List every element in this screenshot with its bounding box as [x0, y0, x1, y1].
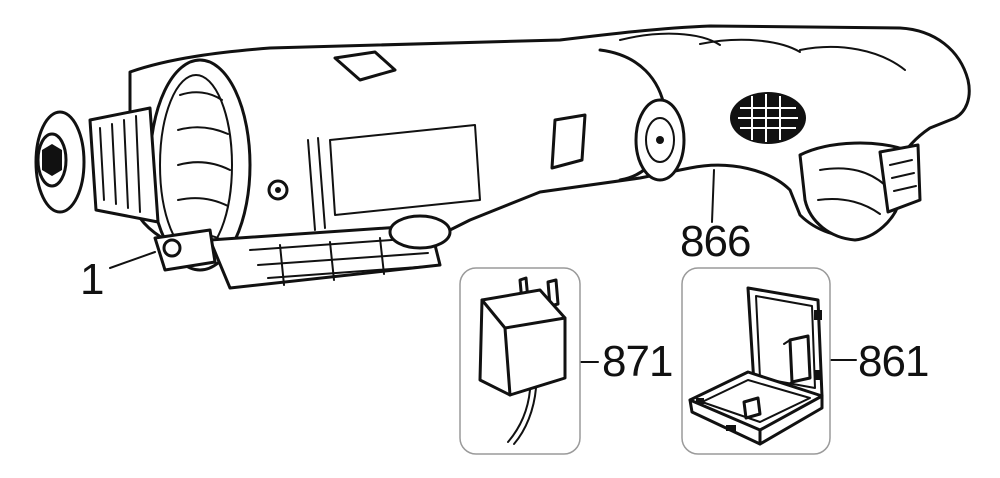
- leader-866: [711, 169, 715, 223]
- part-label-871: 871: [602, 337, 673, 386]
- part-label-1: 1: [80, 255, 105, 304]
- part-label-861: 861: [858, 337, 929, 386]
- leader-1: [109, 251, 156, 269]
- part-label-866: 866: [680, 217, 751, 266]
- charger-panel: [459, 267, 581, 455]
- case-panel: [681, 267, 831, 455]
- screwdriver-drawing: [34, 24, 971, 290]
